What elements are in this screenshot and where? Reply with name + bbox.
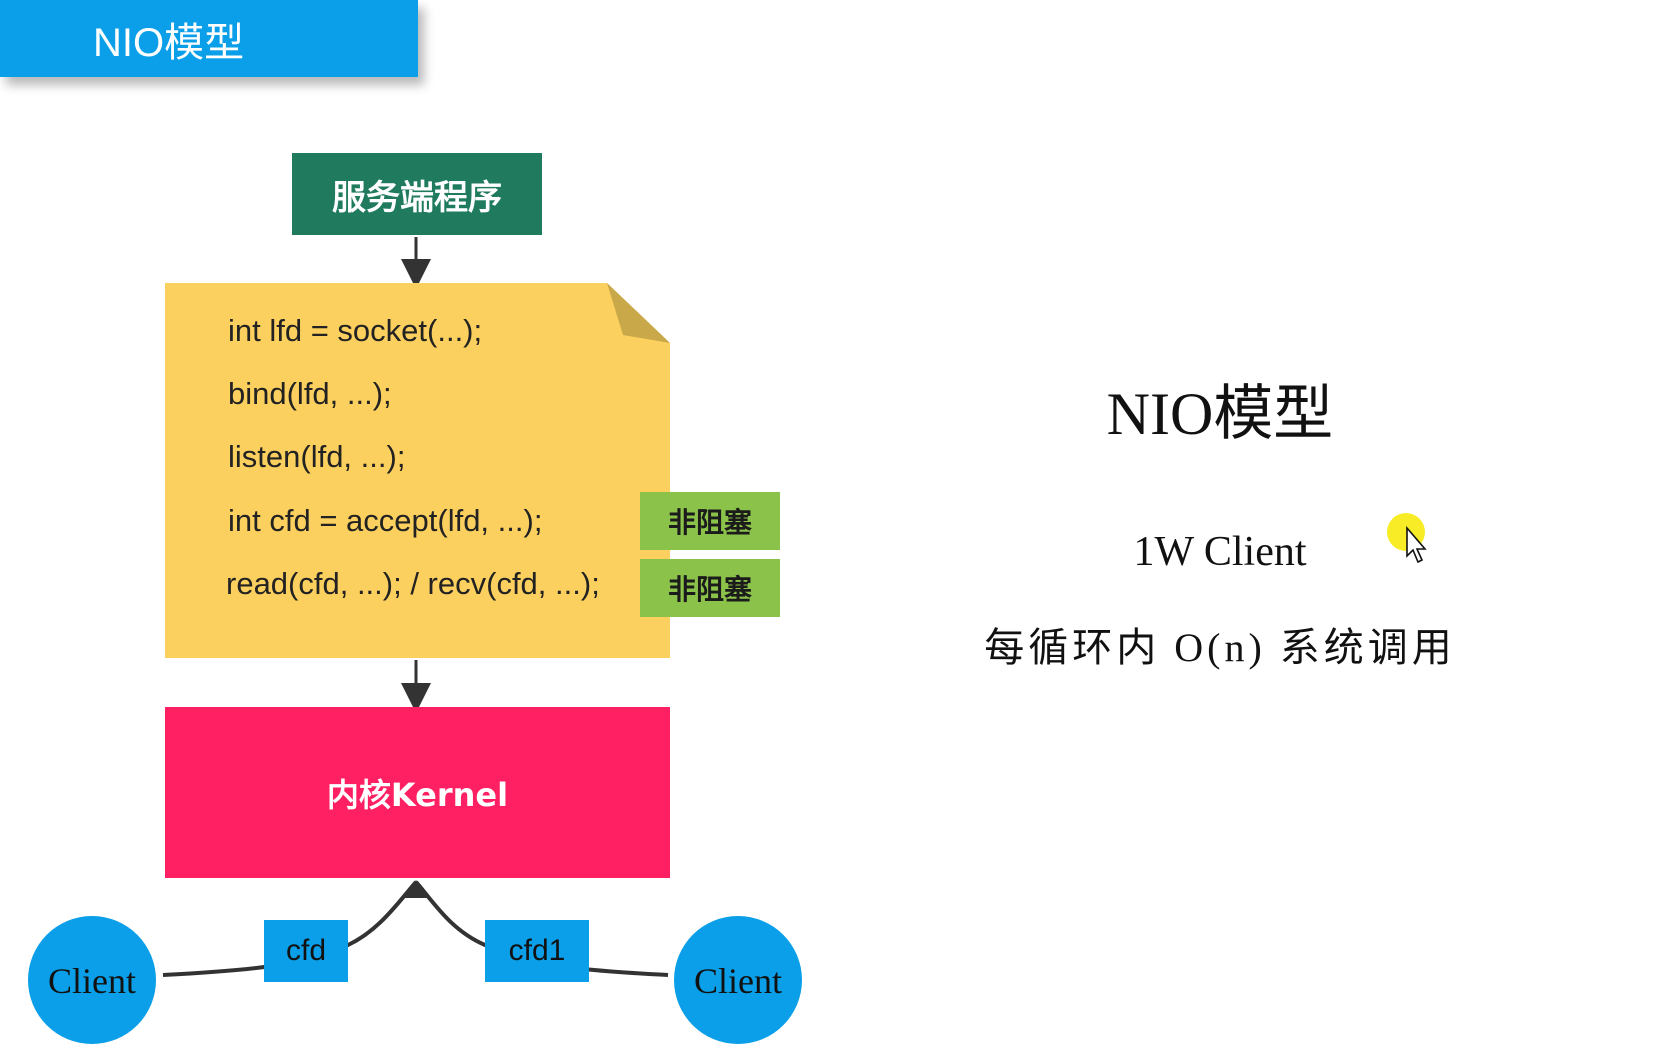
mouse-cursor-icon: [1387, 513, 1427, 564]
cfd-box: cfd: [264, 920, 348, 982]
client-left: Client: [28, 916, 156, 1044]
cfd-label: cfd: [285, 934, 327, 967]
code-line-bind: bind(lfd, ...);: [228, 376, 392, 411]
cfd1-box: cfd1: [485, 920, 589, 982]
client-right-label: Client: [694, 961, 782, 1001]
non-blocking-tag-accept: 非阻塞: [640, 492, 780, 550]
server-program-label: 服务端程序: [332, 177, 502, 218]
non-blocking-tag-read: 非阻塞: [640, 559, 780, 617]
code-line-accept: int cfd = accept(lfd, ...);: [228, 503, 543, 538]
client-count-text: 1W Client: [1133, 529, 1307, 575]
kernel-label: 内核Kernel: [326, 775, 509, 814]
slide-title: NIO模型: [93, 20, 245, 65]
non-blocking-tag-label: 非阻塞: [667, 573, 752, 606]
right-title: NIO模型: [1106, 381, 1334, 447]
kernel-box: 内核Kernel: [165, 707, 670, 878]
slide-title-bar: NIO模型: [0, 0, 418, 77]
syscall-complexity-text: 每循环内 O(n) 系统调用: [984, 625, 1456, 670]
code-line-read: read(cfd, ...); / recv(cfd, ...);: [226, 566, 600, 601]
client-left-label: Client: [48, 961, 136, 1001]
client-right: Client: [674, 916, 802, 1044]
note-shape: [165, 283, 670, 658]
arrow-into-kernel: [404, 880, 428, 898]
server-program-box: 服务端程序: [292, 153, 542, 235]
code-line-listen: listen(lfd, ...);: [228, 439, 406, 474]
code-note: int lfd = socket(...); bind(lfd, ...); l…: [165, 283, 670, 658]
code-line-socket: int lfd = socket(...);: [228, 313, 483, 348]
cfd1-label: cfd1: [508, 934, 566, 967]
non-blocking-tag-label: 非阻塞: [667, 506, 752, 539]
